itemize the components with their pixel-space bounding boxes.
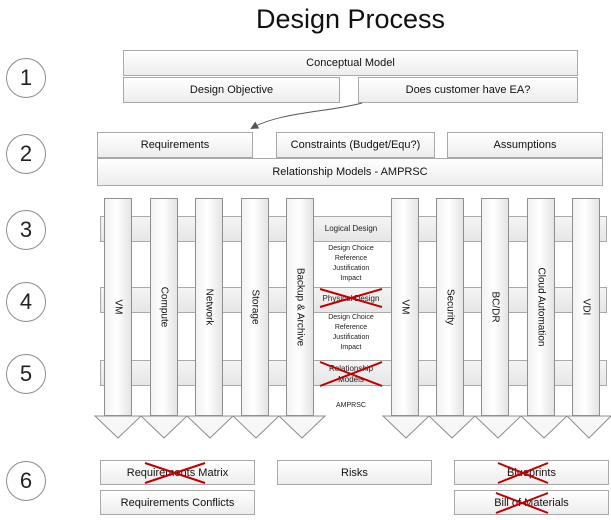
detail-line: Impact xyxy=(340,275,362,282)
logical-design-label: Logical Design xyxy=(324,224,378,233)
chevron-row xyxy=(93,415,611,439)
chevron-4 xyxy=(231,415,281,439)
step-4-circle: 4 xyxy=(6,282,46,322)
design-detail-block-1: Design Choice Reference Justification Im… xyxy=(317,244,385,284)
band-row-4 xyxy=(100,287,607,313)
requirements-box: Requirements xyxy=(97,132,253,158)
step-6-circle: 6 xyxy=(6,461,46,501)
chevron-7 xyxy=(427,415,477,439)
detail-line: Justification xyxy=(332,265,370,272)
cross-relationship-models xyxy=(319,361,383,387)
column-backup-archive: Backup & Archive xyxy=(286,198,314,416)
conceptual-model-box: Conceptual Model xyxy=(123,50,578,76)
step-1-circle: 1 xyxy=(6,58,46,98)
page-title: Design Process xyxy=(255,4,446,34)
cross-requirements-matrix xyxy=(144,462,206,484)
column-network: Network xyxy=(195,198,223,416)
assumptions-box: Assumptions xyxy=(447,132,603,158)
chevron-10 xyxy=(565,415,611,439)
detail-line: Design Choice xyxy=(328,245,374,252)
column-security: Security xyxy=(436,198,464,416)
customer-ea-box: Does customer have EA? xyxy=(358,77,578,103)
red-crosses xyxy=(144,288,549,514)
detail-line: Impact xyxy=(340,344,362,351)
chevron-3 xyxy=(185,415,235,439)
chevron-2 xyxy=(139,415,189,439)
chevron-1 xyxy=(93,415,143,439)
cross-bill-of-materials xyxy=(495,492,549,514)
step-5-circle: 5 xyxy=(6,354,46,394)
column-storage: Storage xyxy=(241,198,269,416)
step-3-circle: 3 xyxy=(6,210,46,250)
step-2-circle: 2 xyxy=(6,134,46,174)
cross-blueprints xyxy=(497,462,549,484)
requirements-conflicts-box: Requirements Conflicts xyxy=(100,490,255,515)
detail-line: Design Choice xyxy=(328,314,374,321)
chevron-5 xyxy=(277,415,327,439)
relationship-models-text: Relationship Models xyxy=(328,364,374,384)
chevron-6 xyxy=(381,415,431,439)
design-detail-block-2: Design Choice Reference Justification Im… xyxy=(317,313,385,353)
chevron-9 xyxy=(519,415,569,439)
chevron-8 xyxy=(473,415,523,439)
column-vm-left: VM xyxy=(104,198,132,416)
column-vdi: VDI xyxy=(572,198,600,416)
constraints-box: Constraints (Budget/Equ?) xyxy=(276,132,435,158)
column-bcdr: BC/DR xyxy=(481,198,509,416)
cross-physical-design xyxy=(319,288,383,308)
flow-arrow xyxy=(250,102,363,129)
relationship-models-label: Relationship Models xyxy=(317,363,385,385)
bill-of-materials-box: Bill of Materials xyxy=(454,490,609,515)
design-objective-box: Design Objective xyxy=(123,77,340,103)
amprsc-label: AMPRSC xyxy=(336,402,366,409)
detail-line: Reference xyxy=(334,324,368,331)
column-compute: Compute xyxy=(150,198,178,416)
detail-line: Justification xyxy=(332,334,370,341)
risks-box: Risks xyxy=(277,460,432,485)
relationship-models-box: Relationship Models - AMPRSC xyxy=(97,158,603,186)
band-row-3 xyxy=(100,216,607,242)
detail-line: Reference xyxy=(334,255,368,262)
blueprints-box: Blueprints xyxy=(454,460,609,485)
